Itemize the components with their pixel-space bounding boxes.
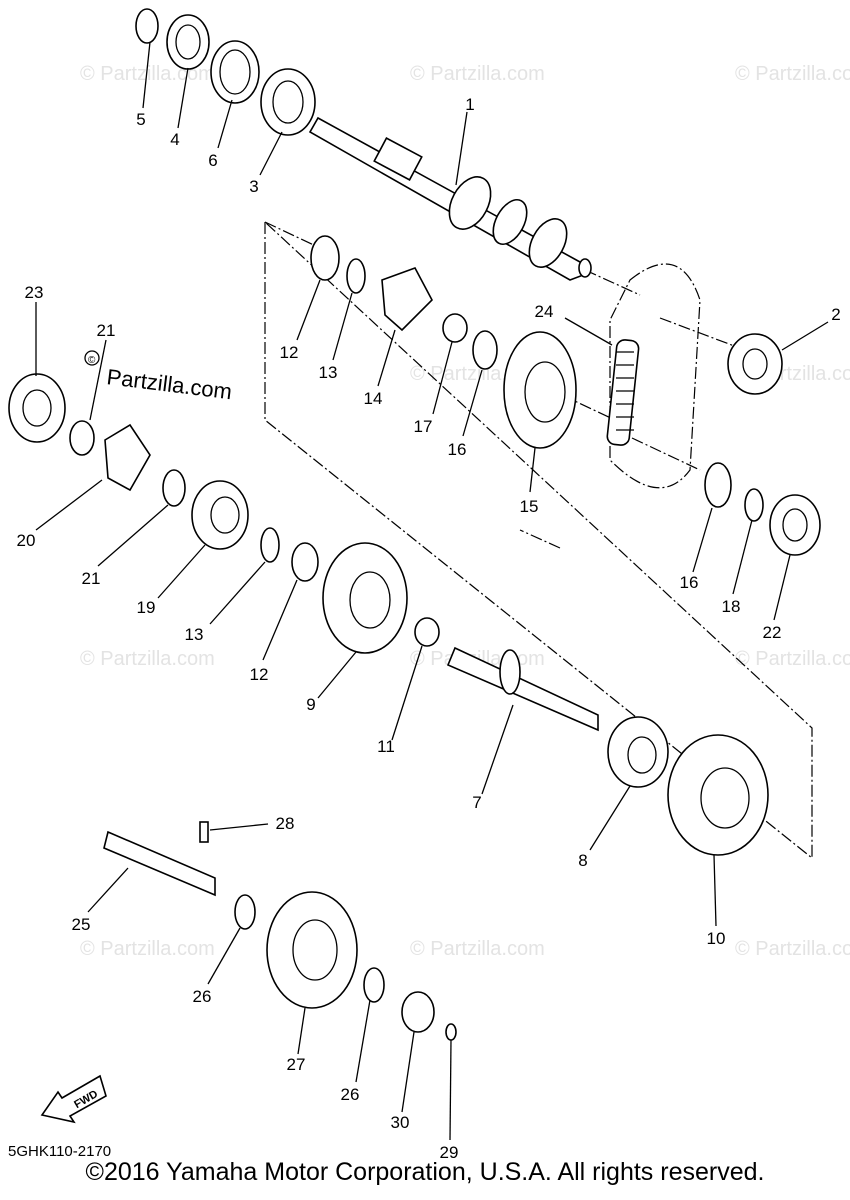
bearing-4 [166,14,210,70]
svg-text:©: © [88,355,96,366]
bushing-17 [442,313,468,343]
callout-10: 10 [707,929,726,948]
callout-13a: 13 [319,363,338,382]
washer-16b [704,462,732,508]
svg-text:© Partzilla.com: © Partzilla.com [80,648,215,670]
washer-12a [310,235,340,281]
circlip-21a [69,420,95,456]
main-axle-shaft [308,116,592,281]
callout-16b: 16 [680,573,699,592]
callout-6: 6 [208,151,217,170]
bottom-parts [103,821,457,1041]
svg-text:© Partzilla.com: © Partzilla.com [735,938,850,960]
sprocket-15 [503,331,577,449]
circlip-26a [234,894,256,930]
callout-7: 7 [472,793,481,812]
callout-24: 24 [535,302,554,321]
callout-25: 25 [72,915,91,934]
callout-22: 22 [763,623,782,642]
callout-17: 17 [414,417,433,436]
bushing-11 [414,617,440,647]
svg-text:© Partzilla.com: © Partzilla.com [410,63,545,85]
gear-8 [607,716,669,788]
callout-1: 1 [465,95,474,114]
chain-24 [606,263,701,489]
callout-15: 15 [520,497,539,516]
svg-text:© Partzilla.com: © Partzilla.com [735,63,850,85]
assembly-reference-box [264,220,813,860]
circlip-13a [346,258,366,294]
o-ring-5 [135,8,159,44]
svg-text:© Partzilla.com: © Partzilla.com [735,648,850,670]
diagram-code: 5GHK110-2170 [8,1143,111,1160]
svg-text:© Partzilla.com: © Partzilla.com [410,938,545,960]
callout-16a: 16 [448,440,467,459]
callout-9: 9 [306,695,315,714]
circlip-21b [162,469,186,507]
partzilla-logo: © Partzilla.com [84,350,233,404]
top-bearings [135,8,783,395]
shaft-7 [446,646,599,732]
callout-20: 20 [17,531,36,550]
callout-2: 2 [831,305,840,324]
circlip-18 [744,488,764,522]
callout-14: 14 [364,389,383,408]
svg-text:© Partzilla.com: © Partzilla.com [80,63,215,85]
oil-seal-6 [210,40,260,104]
callout-11: 11 [377,737,395,756]
washer-12b [291,542,319,582]
bearing-30 [401,991,435,1033]
leader-lines [35,41,829,1141]
circlip-29 [445,1023,457,1041]
gear-9 [322,542,408,654]
circlip-13b [260,527,280,563]
callout-4: 4 [170,130,179,149]
callout-5: 5 [136,110,145,129]
callout-21a: 21 [97,321,116,340]
bearing-22 [769,494,821,556]
callout-21b: 21 [82,569,101,588]
callout-13b: 13 [185,625,204,644]
gear-20 [104,423,151,492]
callout-12a: 12 [280,343,299,362]
gear-19 [191,480,249,550]
gear-10 [667,734,769,856]
bearing-2 [727,333,783,395]
secondary-shaft [446,646,769,856]
callout-3: 3 [249,177,258,196]
callout-labels: 1 2 3 4 5 6 7 8 9 10 11 12 12 13 13 14 1… [17,95,841,1162]
callout-19: 19 [137,598,156,617]
middle-row-parts [310,235,821,556]
svg-text:© Partzilla.com: © Partzilla.com [80,938,215,960]
forward-direction-arrow: FWD [40,1074,107,1124]
washer-16a [472,330,498,370]
callout-23: 23 [25,283,44,302]
bearing-23 [8,373,66,443]
callout-18: 18 [722,597,741,616]
callout-26a: 26 [193,987,212,1006]
callout-27: 27 [287,1055,306,1074]
gear-27 [266,891,358,1009]
svg-text:Partzilla.com: Partzilla.com [105,364,233,404]
pin-28 [199,821,209,843]
callout-12b: 12 [250,665,269,684]
callout-28: 28 [276,814,295,833]
callout-8: 8 [578,851,587,870]
callout-26b: 26 [341,1085,360,1104]
left-side-parts [8,373,440,654]
circlip-26b [363,967,385,1003]
dog-clutch-14 [381,267,433,332]
callout-29: 29 [440,1143,459,1162]
shaft-25 [103,830,216,897]
callout-30: 30 [391,1113,410,1132]
bearing-3 [260,68,316,136]
copyright-notice: ©2016 Yamaha Motor Corporation, U.S.A. A… [85,1158,765,1186]
